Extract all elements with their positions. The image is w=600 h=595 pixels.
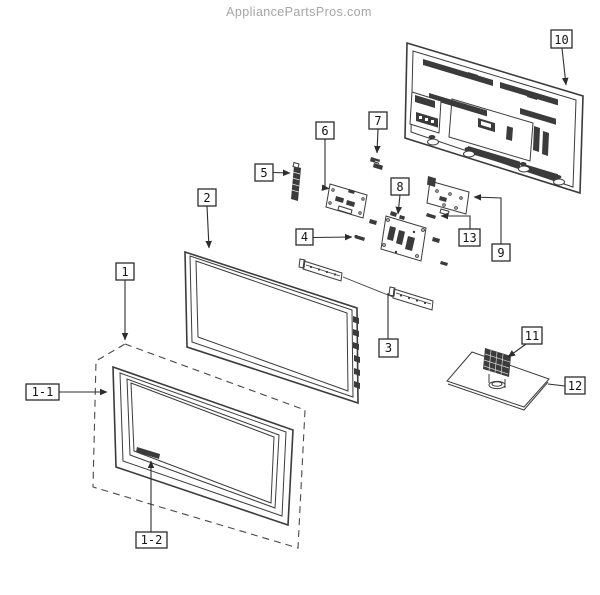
callout-1-2: 1-2	[135, 531, 168, 549]
vent-slots	[423, 59, 558, 182]
leader-2	[205, 205, 212, 249]
panel-edge-clips	[353, 316, 360, 389]
svg-text:11: 11	[525, 329, 539, 343]
cover-feet	[427, 135, 565, 186]
leader-10	[561, 47, 569, 86]
holder-part-7	[370, 157, 383, 170]
screw-b	[432, 237, 440, 243]
front-cabinet-part	[112, 365, 294, 527]
leader-8	[395, 194, 403, 215]
callout-9: 9	[491, 243, 511, 262]
logo-bar-part	[136, 447, 160, 459]
speaker-left-part	[298, 258, 343, 282]
stand-guide-part	[483, 348, 511, 390]
svg-text:4: 4	[301, 230, 308, 244]
leader-9	[473, 193, 502, 244]
svg-text:9: 9	[497, 246, 504, 260]
svg-text:6: 6	[321, 124, 328, 138]
speaker-right-part	[388, 286, 434, 311]
callout-3: 3	[378, 338, 399, 358]
svg-text:13: 13	[462, 231, 476, 245]
pcb-board-6	[325, 183, 368, 219]
callout-5: 5	[254, 163, 274, 182]
display-panel-part	[184, 250, 360, 405]
callout-1: 1	[115, 262, 135, 281]
svg-text:5: 5	[260, 166, 267, 180]
callout-12: 12	[564, 376, 586, 395]
screw-a	[369, 219, 377, 225]
side-terminal-panel	[409, 91, 442, 134]
leader-12	[547, 383, 566, 387]
leader-6	[321, 139, 330, 191]
callout-4: 4	[295, 228, 314, 246]
callout-8: 8	[390, 177, 410, 196]
back-cover-part	[404, 41, 584, 195]
speaker-link-line	[342, 276, 394, 298]
leader-11	[507, 343, 527, 358]
main-pcb-part-8	[380, 211, 427, 262]
svg-text:1-2: 1-2	[141, 533, 163, 547]
front-cabinet-boundary	[92, 343, 306, 549]
svg-text:8: 8	[396, 180, 403, 194]
callout-6: 6	[315, 121, 335, 140]
stand-base-part	[446, 351, 550, 411]
leader-13	[440, 212, 471, 229]
screw-part-13	[426, 213, 436, 219]
callout-2: 2	[197, 188, 217, 207]
leader-5	[272, 169, 291, 177]
callout-1-1: 1-1	[25, 383, 60, 401]
svg-text:12: 12	[568, 379, 582, 393]
svg-text:2: 2	[203, 191, 210, 205]
svg-text:3: 3	[385, 341, 392, 355]
leader-7	[374, 128, 381, 154]
bracket-part-5	[291, 161, 301, 201]
screw-c	[440, 261, 448, 266]
leader-4	[312, 233, 353, 241]
label-recess	[448, 98, 534, 162]
callout-10: 10	[550, 29, 573, 49]
callout-leaders	[59, 47, 569, 532]
svg-text:1-1: 1-1	[32, 385, 54, 399]
svg-text:7: 7	[374, 114, 381, 128]
svg-text:1: 1	[121, 265, 128, 279]
callout-13: 13	[458, 228, 481, 247]
watermark-text: AppliancePartsPros.com	[226, 5, 372, 19]
screw-part-4	[354, 234, 365, 241]
svg-text:10: 10	[554, 33, 568, 47]
callout-7: 7	[368, 111, 388, 130]
callout-11: 11	[521, 326, 543, 345]
pcb-board-9	[426, 176, 470, 216]
